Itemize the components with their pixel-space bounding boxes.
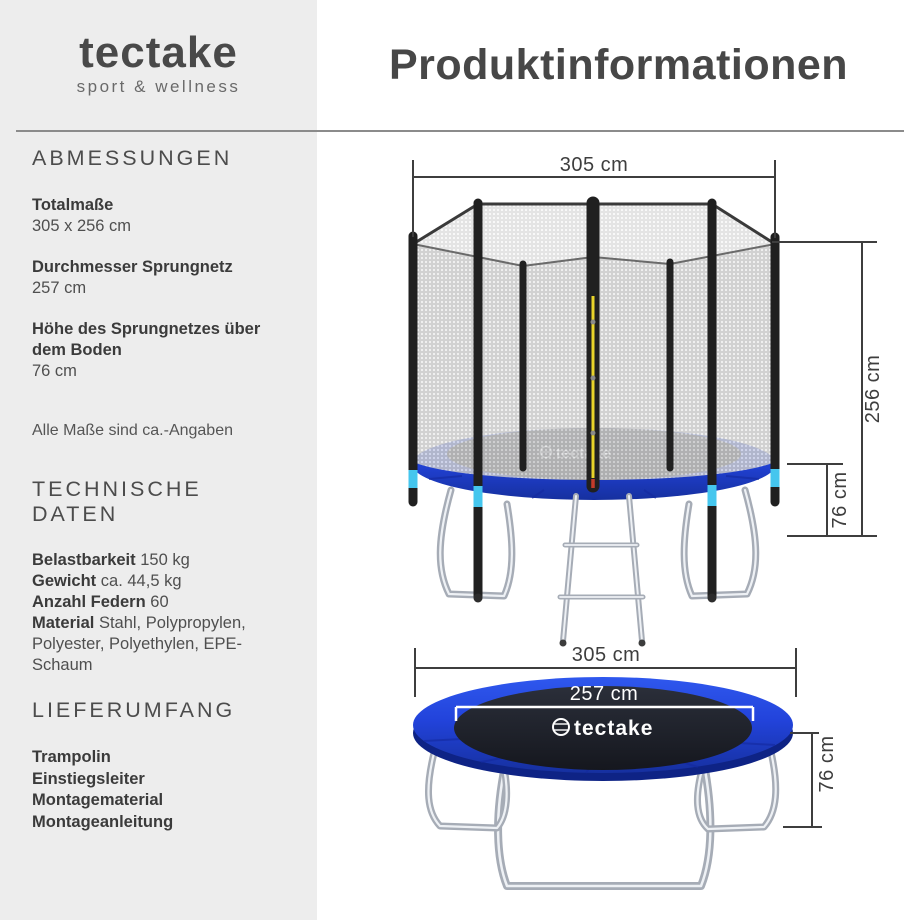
spec-line: Anzahl Federn 60 <box>32 593 169 611</box>
trampoline-legs-bottom <box>425 748 780 890</box>
spec-line: Material Stahl, Polypropylen, Polyester,… <box>32 614 246 674</box>
bottom-width-dimension: 305 cm <box>414 644 797 697</box>
section-heading-lieferumfang: LIEFERUMFANG <box>32 698 236 722</box>
list-item: Trampolin <box>32 748 111 766</box>
info-sidebar: tectake sport & wellness ABMESSUNGEN Tot… <box>0 0 317 920</box>
brand-logo: tectake sport & wellness <box>0 28 317 97</box>
top-trampoline-illustration: tectake <box>408 154 884 647</box>
top-width-label: 305 cm <box>560 154 629 176</box>
list-item: Montagematerial <box>32 791 164 809</box>
dimension-label: Totalmaße <box>32 196 114 214</box>
total-height-dimension: 256 cm <box>772 241 884 537</box>
dimension-value: 257 cm <box>32 279 87 297</box>
header: Produktinformationen <box>317 0 920 130</box>
total-height-label: 256 cm <box>862 355 884 424</box>
mat-diameter-dimension: 257 cm <box>454 683 755 721</box>
page-title: Produktinformationen <box>388 40 849 89</box>
dimension-item: Durchmesser Sprungnetz 257 cm <box>32 257 292 299</box>
top-pad-height-dimension: 76 cm <box>787 463 851 536</box>
spec-list: Belastbarkeit 150 kg Gewicht ca. 44,5 kg… <box>32 550 292 676</box>
section-heading-abmessungen: ABMESSUNGEN <box>32 146 233 170</box>
dimension-item: Höhe des Sprungnetzes über dem Boden 76 … <box>32 319 292 382</box>
list-item: Montageanleitung <box>32 812 174 831</box>
tectake-globe-icon <box>552 718 570 736</box>
bottom-trampoline-illustration: 257 cm tectake 305 cm 76 cm <box>413 644 838 890</box>
mat-diameter-label: 257 cm <box>570 683 639 705</box>
trampoline-legs <box>436 486 760 600</box>
sidebar-content: ABMESSUNGEN Totalmaße 305 x 256 cm Durch… <box>32 146 292 833</box>
dimension-value: 76 cm <box>32 362 77 380</box>
dimension-value: 305 x 256 cm <box>32 217 132 235</box>
dimension-item: Totalmaße 305 x 256 cm <box>32 195 292 237</box>
net-poles <box>408 196 780 603</box>
bottom-pad-height-dimension: 76 cm <box>783 732 838 828</box>
spec-line: Gewicht ca. 44,5 kg <box>32 572 182 590</box>
list-item: Einstiegsleiter <box>32 769 145 788</box>
dimension-label: Durchmesser Sprungnetz <box>32 258 233 276</box>
brand-subtitle: sport & wellness <box>76 77 241 97</box>
top-pad-height-label: 76 cm <box>829 472 851 529</box>
brand-name: tectake <box>79 28 238 77</box>
scope-of-delivery-list: Trampolin Einstiegsleiter Montagemateria… <box>32 747 292 833</box>
header-divider <box>16 130 904 132</box>
ladder <box>557 493 646 647</box>
bottom-pad-height-label: 76 cm <box>816 736 838 793</box>
mat-logo-text: tectake <box>574 717 653 740</box>
dimension-label: Höhe des Sprungnetzes über dem Boden <box>32 320 261 359</box>
section-heading-technische-daten: TECHNISCHE DATEN <box>32 477 202 526</box>
measurement-note: Alle Maße sind ca.-Angaben <box>32 422 233 439</box>
bottom-width-label: 305 cm <box>572 644 641 666</box>
mat-brand-logo-big: tectake <box>552 717 653 740</box>
spec-line: Belastbarkeit 150 kg <box>32 551 190 569</box>
pad-seams <box>428 475 760 499</box>
top-width-dimension: 305 cm <box>412 154 776 238</box>
